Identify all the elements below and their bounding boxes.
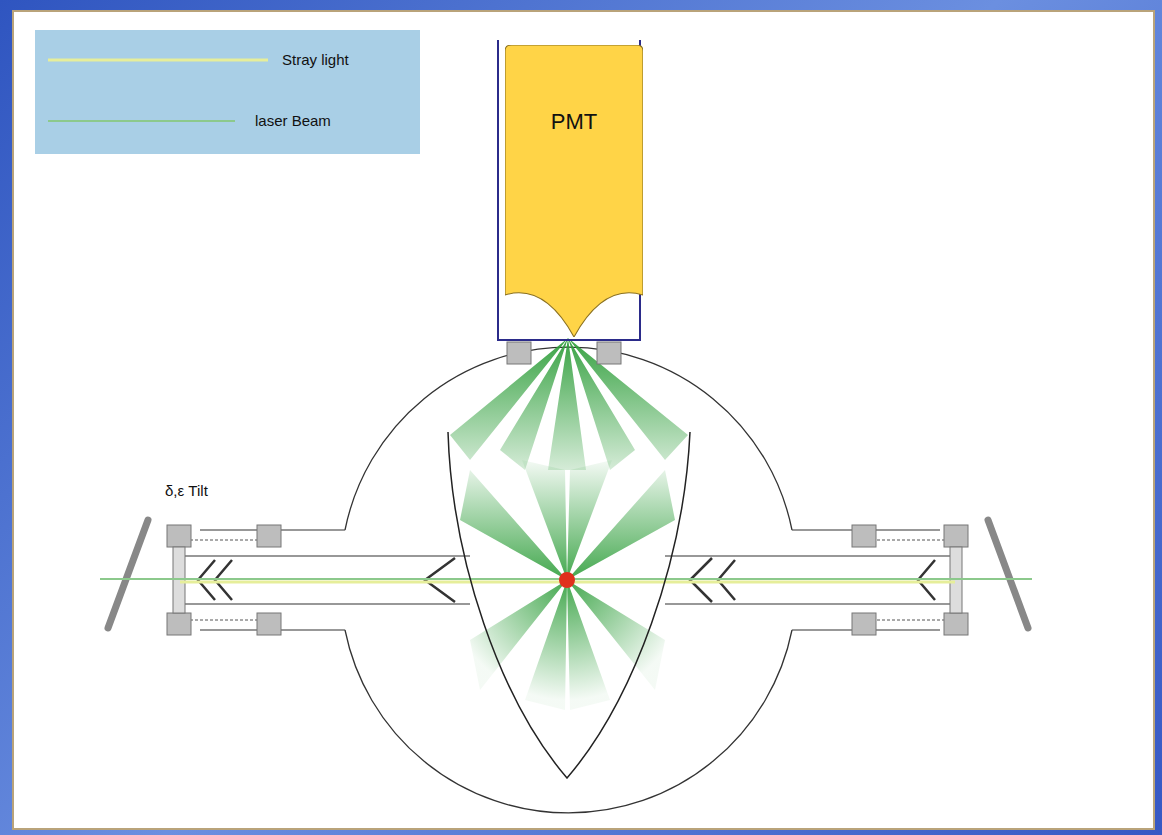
legend-text: Stray light (282, 51, 349, 68)
legend-text: laser Beam (255, 112, 331, 129)
tilt-label: δ,ε Tilt (165, 482, 208, 499)
pmt-shape (505, 45, 643, 337)
pmt-tube: PMT (505, 45, 643, 337)
node-label: PMT (505, 109, 643, 135)
